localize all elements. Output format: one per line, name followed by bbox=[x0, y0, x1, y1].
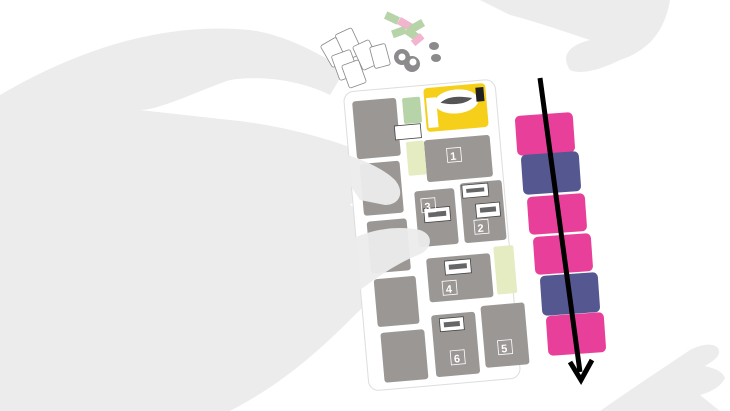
hand-over-board bbox=[330, 150, 430, 290]
slot-left-4[interactable] bbox=[373, 275, 420, 327]
card-pink-1[interactable] bbox=[515, 112, 576, 156]
slot-number-1: 1 bbox=[450, 151, 457, 163]
green-slot[interactable] bbox=[402, 96, 422, 124]
photo-card[interactable] bbox=[393, 123, 422, 141]
lime-slot-2[interactable] bbox=[493, 245, 518, 295]
slot-number-6: 6 bbox=[453, 353, 460, 365]
slot-5[interactable] bbox=[480, 302, 530, 368]
slot-number-2: 2 bbox=[477, 223, 484, 235]
slot-1[interactable] bbox=[423, 134, 493, 183]
token-pile-pink-green[interactable] bbox=[383, 11, 426, 47]
hand-silhouette-left bbox=[0, 28, 434, 411]
slot-top-left[interactable] bbox=[352, 97, 401, 160]
yellow-card[interactable] bbox=[423, 83, 489, 132]
slot-number-3: 3 bbox=[424, 201, 431, 213]
loose-cards-pile[interactable] bbox=[320, 27, 391, 89]
slot-number-4: 4 bbox=[445, 284, 453, 297]
slot-left-5[interactable] bbox=[380, 329, 429, 383]
card-column bbox=[515, 112, 606, 356]
lime-slot-1[interactable] bbox=[405, 140, 427, 176]
hand-silhouette-bottom-right bbox=[600, 344, 725, 411]
direction-arrow bbox=[537, 77, 595, 385]
slot-number-5: 5 bbox=[501, 343, 508, 355]
hand-silhouette-top-right bbox=[480, 0, 670, 72]
game-board: 1 2 3 4 5 6 bbox=[343, 79, 530, 391]
ring-tokens[interactable] bbox=[394, 42, 441, 72]
